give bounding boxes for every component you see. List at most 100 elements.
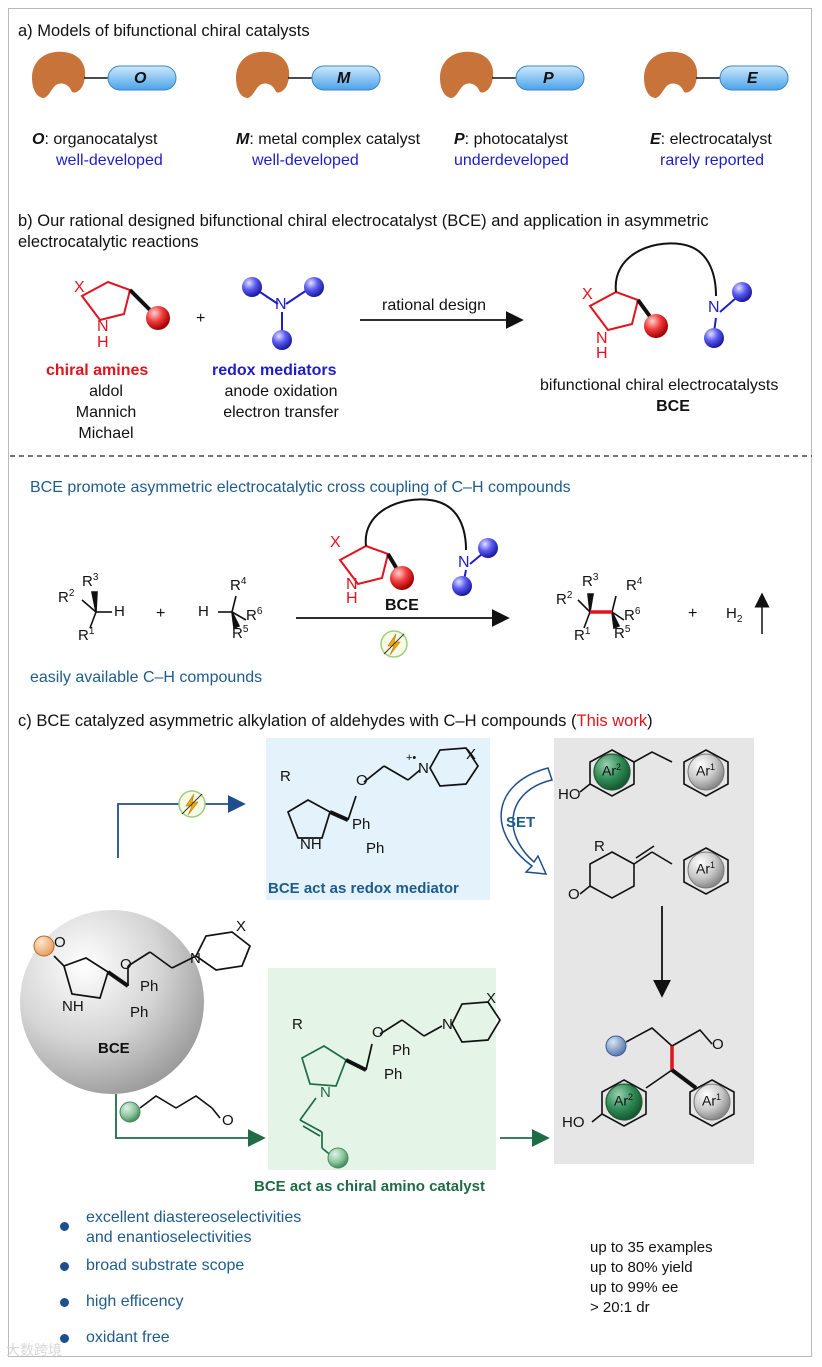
red-ball-icon (390, 566, 414, 590)
product-r4: R4 (626, 576, 643, 594)
ar1-ring-icon (687, 753, 725, 791)
highlight-line-2: and enantioselectivities (86, 1229, 252, 1246)
blue-ball-icon (242, 277, 262, 297)
stat-ee: up to 99% ee (590, 1279, 679, 1296)
sphere-atom-n: N (190, 950, 201, 967)
substrate2-r4: R4 (230, 576, 247, 594)
plus-sign: + (688, 605, 698, 622)
product-atom-n-blue: N (708, 299, 720, 316)
amino-x: X (486, 990, 497, 1007)
bce-sphere (20, 910, 204, 1094)
amino-n: N (320, 1084, 331, 1101)
redox-mediator-box (266, 738, 490, 900)
model-e-pill-label: E (747, 70, 758, 87)
amino-r: R (292, 1016, 303, 1033)
amino-ph-1: Ph (392, 1042, 411, 1059)
redox-x: X (466, 746, 477, 763)
blue-ball-icon (478, 538, 498, 558)
model-p-pill-label: P (543, 70, 554, 87)
set-arrow-icon (500, 767, 553, 875)
orange-ball-icon (33, 935, 55, 957)
sphere-atom-nh: NH (62, 998, 84, 1015)
panel-r: R (594, 838, 605, 855)
redox-bce-structure (286, 747, 480, 839)
catalyst-model-e-icon (644, 51, 789, 98)
product-r5: R5 (614, 624, 631, 642)
rational-design-label: rational design (382, 297, 487, 314)
bullet-icon (60, 1298, 69, 1307)
panel-ar1-b: Ar1 (696, 860, 716, 877)
section-b-heading-line1: b) Our rational designed bifunctional ch… (18, 212, 709, 230)
bullet-icon (60, 1334, 69, 1343)
ar1-ring-icon (693, 1083, 731, 1121)
sphere-ph-1: Ph (140, 978, 159, 995)
electricity-icon (380, 630, 408, 658)
model-o-desc: O: organocatalyst (32, 131, 158, 148)
substrate1-r2: R2 (58, 588, 75, 606)
sphere-atom-x: X (236, 918, 247, 935)
highlight-line-1: excellent diastereoselectivities (86, 1209, 302, 1226)
amine-use-aldol: aldol (89, 383, 123, 400)
amine-atom-n: N (97, 318, 109, 335)
substrate-bonds (81, 591, 247, 630)
bce-reagent-structure (338, 498, 483, 586)
blue-ball-icon (732, 282, 752, 302)
amine-atom-x: X (74, 279, 85, 296)
product-r2: R2 (556, 590, 573, 608)
mediator-atom-n: N (275, 296, 287, 313)
highlight-line-5: oxidant free (86, 1329, 170, 1346)
product-atom-x: X (582, 286, 593, 303)
model-m-desc: M: metal complex catalyst (236, 131, 421, 148)
stat-dr: > 20:1 dr (590, 1299, 650, 1316)
section-b-heading-line2: electrocatalytic reactions (18, 233, 199, 251)
set-label: SET (506, 814, 536, 831)
panel-product-ho: HO (562, 1114, 585, 1131)
product-r3: R3 (582, 572, 599, 590)
amino-n2: N (442, 1016, 453, 1033)
substrate1-h: H (114, 603, 125, 620)
amine-atom-h: H (97, 334, 109, 351)
red-ball-icon (644, 314, 668, 338)
substrate2-r5: R5 (232, 624, 249, 642)
model-e-status: rarely reported (660, 152, 765, 169)
panel-o: O (568, 886, 580, 903)
radical-cation-label: +• (406, 752, 417, 764)
sphere-label: BCE (98, 1040, 130, 1057)
substrate-caption: easily available C–H compounds (30, 669, 263, 686)
bullet-icon (60, 1262, 69, 1271)
product-atom-h: H (596, 345, 608, 362)
redox-o: O (356, 772, 368, 789)
amine-use-mannich: Mannich (75, 404, 137, 421)
amino-ph-2: Ph (384, 1066, 403, 1083)
redox-caption: BCE act as redox mediator (268, 880, 459, 897)
green-ball-icon (327, 1147, 349, 1169)
bullet-icon (60, 1222, 69, 1231)
amino-path-arrow (115, 1094, 266, 1147)
bce-atom-n-blue: N (458, 554, 470, 571)
enamine-structure (299, 1001, 502, 1159)
plus-sign: + (156, 605, 166, 622)
redox-nh: NH (300, 836, 322, 853)
aldehyde-o: O (222, 1112, 234, 1129)
sphere-atom-o2: O (120, 956, 132, 973)
bce-atom-n: N (346, 576, 358, 593)
chiral-amine-structure (80, 280, 154, 322)
blue-ball-icon (704, 328, 724, 348)
substrate2-h: H (198, 603, 209, 620)
catalyst-model-p-icon (440, 51, 585, 98)
plus-sign: + (196, 310, 206, 327)
substrate2-r6: R6 (246, 606, 263, 624)
bce-skeleton (53, 931, 252, 999)
chiral-amines-title: chiral amines (46, 362, 149, 379)
panel-ar1: Ar1 (696, 762, 716, 779)
amino-caption: BCE act as chiral amino catalyst (254, 1178, 485, 1195)
substrate1-r1: R1 (78, 626, 95, 644)
model-p-status: underdeveloped (454, 152, 569, 169)
redox-mediators-title: redox mediators (212, 362, 337, 379)
redox-n: N (418, 760, 429, 777)
figure-frame (8, 8, 812, 1357)
substrate1-r3: R3 (82, 572, 99, 590)
green-ball-icon (119, 1101, 141, 1123)
panel-product-ar2: Ar2 (614, 1092, 634, 1109)
section-c-heading: c) BCE catalyzed asymmetric alkylation o… (18, 712, 653, 730)
